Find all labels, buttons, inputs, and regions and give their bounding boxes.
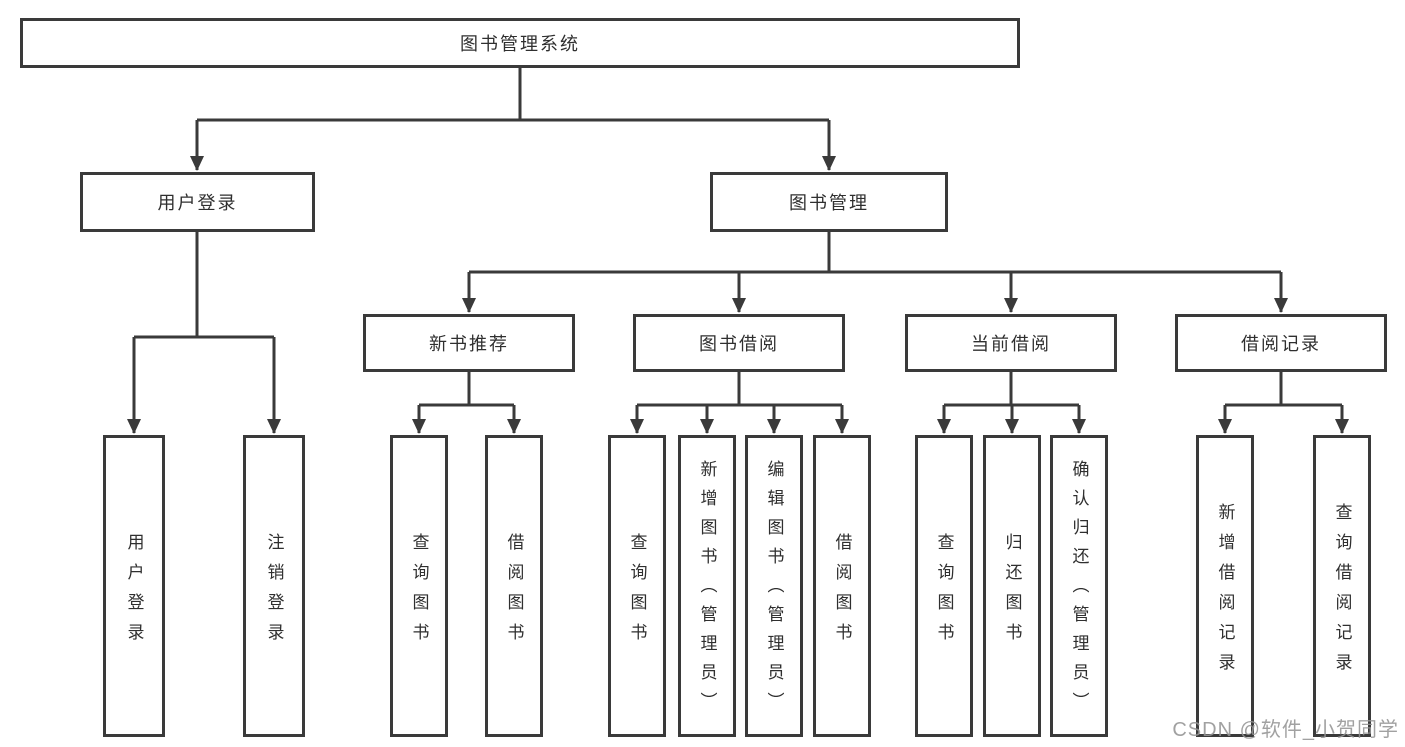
node-label: 当前借阅 [971, 334, 1051, 354]
leaf-borrow-books-recommend: 借阅图书 [485, 435, 543, 737]
node-book-management: 图书管理 [710, 172, 948, 232]
leaf-logout-login: 注销登录 [243, 435, 305, 737]
leaf-query-books-current: 查询图书 [915, 435, 973, 737]
node-label: 新书推荐 [429, 334, 509, 354]
leaf-query-books-borrow: 查询图书 [608, 435, 666, 737]
node-borrow-records: 借阅记录 [1175, 314, 1387, 372]
node-user-login: 用户登录 [80, 172, 315, 232]
node-library-system: 图书管理系统 [20, 18, 1020, 68]
node-book-borrow: 图书借阅 [633, 314, 845, 372]
leaf-add-books-admin: 新增图书（管理员） [678, 435, 736, 737]
leaf-return-books: 归还图书 [983, 435, 1041, 737]
watermark: CSDN @软件_小贺同学 [1172, 719, 1399, 741]
leaf-borrow-books: 借阅图书 [813, 435, 871, 737]
node-label: 图书管理 [789, 193, 869, 213]
leaf-add-borrow-record: 新增借阅记录 [1196, 435, 1254, 737]
node-new-book-recommend: 新书推荐 [363, 314, 575, 372]
leaf-query-borrow-record: 查询借阅记录 [1313, 435, 1371, 737]
leaf-user-login: 用户登录 [103, 435, 165, 737]
leaf-edit-books-admin: 编辑图书（管理员） [745, 435, 803, 737]
node-label: 图书借阅 [699, 334, 779, 354]
leaf-query-books-recommend: 查询图书 [390, 435, 448, 737]
node-label: 借阅记录 [1241, 334, 1321, 354]
node-label: 用户登录 [157, 193, 238, 213]
leaf-confirm-return-admin: 确认归还（管理员） [1050, 435, 1108, 737]
node-current-borrow: 当前借阅 [905, 314, 1117, 372]
node-label: 图书管理系统 [460, 34, 580, 54]
